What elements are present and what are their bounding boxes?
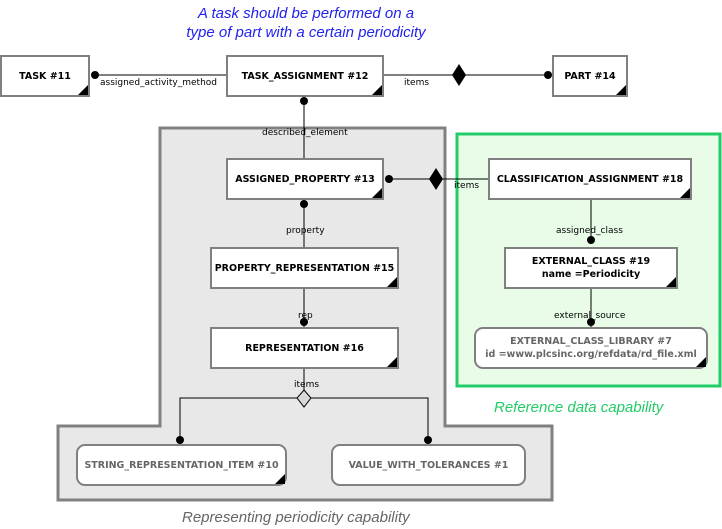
corner-marker-icon [680, 188, 690, 198]
corner-marker-icon [275, 474, 285, 484]
entity-string-representation-item[interactable]: STRING_REPRESENTATION_ITEM #10 [76, 444, 287, 486]
relation-label-assigned-activity-method: assigned_activity_method [100, 78, 217, 88]
corner-marker-icon [372, 85, 382, 95]
relation-label-items-classification: items [454, 181, 480, 191]
entity-label: TASK_ASSIGNMENT #12 [241, 70, 369, 82]
corner-marker-icon [387, 277, 397, 287]
relation-label-property: property [286, 226, 325, 236]
corner-marker-icon [387, 357, 397, 367]
relation-label-described-element: described_element [262, 128, 348, 138]
entity-label: REPRESENTATION #16 [245, 342, 364, 354]
entity-label: EXTERNAL_CLASS_LIBRARY #7 [510, 336, 672, 347]
corner-marker-icon [616, 85, 626, 95]
corner-marker-icon [372, 188, 382, 198]
end-dot [544, 71, 552, 79]
entity-attribute: name =Periodicity [541, 269, 641, 280]
select-diamond [296, 389, 312, 408]
entity-label: TASK #11 [19, 70, 71, 82]
entity-value-with-tolerances[interactable]: VALUE_WITH_TOLERANCES #1 [331, 444, 526, 486]
end-dot [300, 318, 308, 326]
corner-marker-icon [514, 474, 524, 484]
end-dot [587, 236, 595, 244]
end-dot [385, 175, 393, 183]
end-dot [176, 436, 184, 444]
entity-classification-assignment[interactable]: CLASSIFICATION_ASSIGNMENT #18 [488, 158, 692, 200]
title-line-1: A task should be performed on a [197, 5, 415, 22]
entity-label: PROPERTY_REPRESENTATION #15 [214, 262, 395, 274]
entity-attribute: id =www.plcsinc.org/refdata/rd_file.xml [485, 349, 697, 360]
relation-label-items-part: items [404, 78, 430, 88]
entity-task-assignment[interactable]: TASK_ASSIGNMENT #12 [226, 55, 384, 97]
entity-label: CLASSIFICATION_ASSIGNMENT #18 [496, 173, 684, 185]
entity-label: ASSIGNED_PROPERTY #13 [235, 173, 375, 185]
aggregation-diamond [429, 168, 443, 190]
periodicity-region-caption: Representing periodicity capability [182, 509, 410, 526]
entity-external-class[interactable]: EXTERNAL_CLASS #19 name =Periodicity [504, 247, 678, 289]
entity-label: VALUE_WITH_TOLERANCES #1 [348, 459, 509, 471]
entity-property-representation[interactable]: PROPERTY_REPRESENTATION #15 [210, 247, 399, 289]
corner-marker-icon [78, 85, 88, 95]
aggregation-diamond [452, 64, 466, 86]
corner-marker-icon [666, 277, 676, 287]
relation-label-items-representation: items [294, 380, 320, 390]
title-line-2: type of part with a certain periodicity [186, 24, 426, 41]
entity-task[interactable]: TASK #11 [0, 55, 90, 97]
entity-label: STRING_REPRESENTATION_ITEM #10 [84, 459, 279, 471]
relation-label-rep: rep [298, 311, 313, 321]
entity-label: PART #14 [564, 70, 616, 82]
end-dot [300, 200, 308, 208]
relation-label-assigned-class: assigned_class [556, 226, 623, 236]
entity-label: EXTERNAL_CLASS #19 [531, 256, 651, 267]
end-dot [91, 71, 99, 79]
end-dot [587, 318, 595, 326]
relation-label-external-source: external_source [554, 311, 626, 321]
entity-external-class-library[interactable]: EXTERNAL_CLASS_LIBRARY #7 id =www.plcsin… [474, 327, 708, 369]
entity-assigned-property[interactable]: ASSIGNED_PROPERTY #13 [226, 158, 384, 200]
end-dot [424, 436, 432, 444]
entity-part[interactable]: PART #14 [552, 55, 628, 97]
entity-representation[interactable]: REPRESENTATION #16 [210, 327, 399, 369]
diagram-title: A task should be performed on a type of … [170, 4, 442, 42]
reference-region-caption: Reference data capability [494, 399, 664, 416]
end-dot [300, 97, 308, 105]
corner-marker-icon [696, 357, 706, 367]
